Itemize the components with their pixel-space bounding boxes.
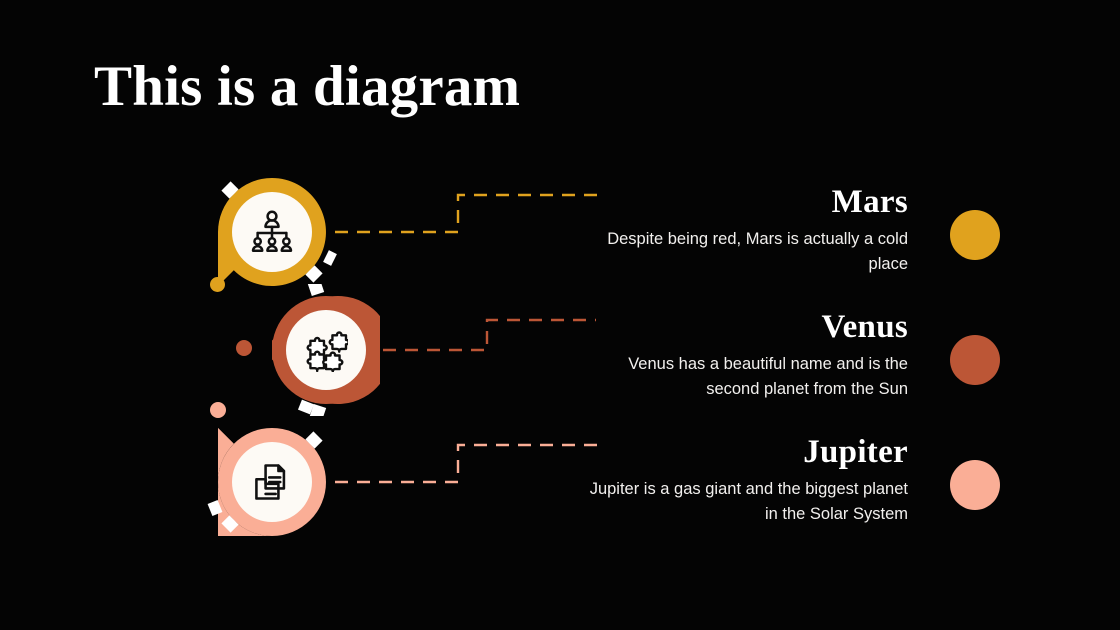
item-text-venus: Venus Venus has a beautiful name and is … (578, 309, 908, 402)
deco-dot-venus (236, 340, 252, 356)
page-title: This is a diagram (94, 55, 521, 118)
badge-icon-jupiter (232, 442, 312, 522)
swatch-venus (950, 335, 1000, 385)
item-text-mars: Mars Despite being red, Mars is actually… (578, 184, 908, 277)
connector-mars (335, 193, 600, 234)
deco-dot-jupiter (210, 402, 226, 418)
file-box-icon (255, 464, 286, 500)
connector-jupiter (335, 443, 600, 484)
item-title-jupiter: Jupiter (803, 434, 908, 470)
item-description-jupiter: Jupiter is a gas giant and the biggest p… (589, 480, 908, 524)
badge-venus[interactable] (272, 284, 380, 416)
item-text-jupiter: Jupiter Jupiter is a gas giant and the b… (578, 434, 908, 527)
item-title-venus: Venus (821, 309, 908, 345)
badge-icon-venus (286, 310, 366, 390)
item-description-mars: Despite being red, Mars is actually a co… (607, 230, 908, 274)
item-description-venus: Venus has a beautiful name and is the se… (628, 355, 908, 399)
puzzle-pieces-icon (306, 331, 348, 372)
swatch-mars (950, 210, 1000, 260)
item-title-mars: Mars (831, 184, 908, 220)
swatch-jupiter (950, 460, 1000, 510)
badge-icon-mars (232, 192, 312, 272)
connector-venus (383, 318, 596, 352)
badge-mars[interactable] (218, 178, 337, 286)
badge-jupiter[interactable] (207, 428, 326, 536)
org-chart-icon (251, 210, 293, 253)
